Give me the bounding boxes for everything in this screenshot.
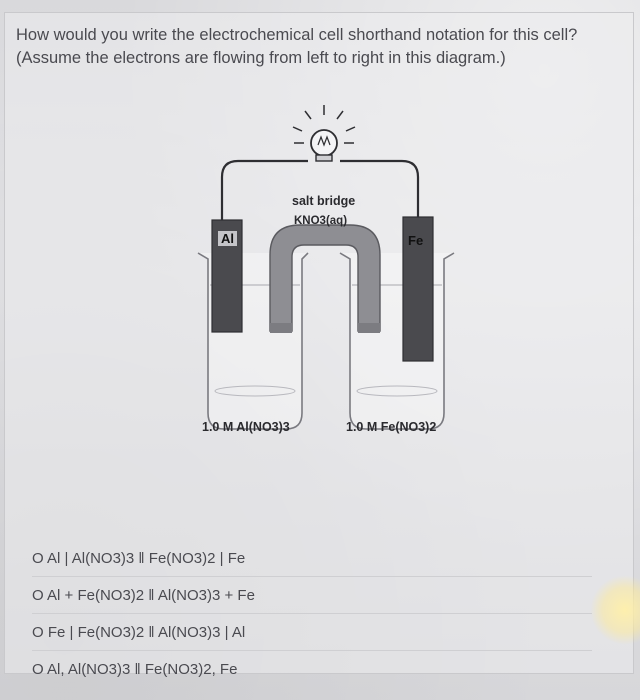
option-a-text: O Al | Al(NO3)3 ‖ Fe(NO3)2 | Fe	[32, 549, 246, 567]
right-wire	[340, 159, 420, 220]
question-text: How would you write the electrochemical …	[16, 24, 631, 70]
electrochemical-cell-diagram: salt bridge KNO3(aq) Al Fe 1.0 M Al(NO3)…	[180, 85, 480, 445]
option-a[interactable]: O Al | Al(NO3)3 ‖ Fe(NO3)2 | Fe	[32, 540, 592, 577]
question-panel	[4, 12, 634, 674]
left-wire	[220, 159, 308, 220]
cell-drawing	[197, 105, 455, 430]
option-d-text: O Al, Al(NO3)3 ‖ Fe(NO3)2, Fe	[32, 660, 238, 678]
option-c-text: O Fe | Fe(NO3)2 ‖ Al(NO3)3 | Al	[32, 623, 246, 641]
option-b[interactable]: O Al + Fe(NO3)2 ‖ Al(NO3)3 + Fe	[32, 577, 592, 614]
option-d[interactable]: O Al, Al(NO3)3 ‖ Fe(NO3)2, Fe	[32, 651, 592, 687]
light-glare	[590, 575, 640, 645]
question-line-1: How would you write the electrochemical …	[16, 26, 578, 44]
fe-electrode	[402, 216, 434, 362]
question-line-2: (Assume the electrons are flowing from l…	[16, 49, 506, 67]
right-electrode-label: Fe	[408, 233, 424, 248]
right-solution-label: 1.0 M Fe(NO3)2	[346, 420, 437, 434]
option-c[interactable]: O Fe | Fe(NO3)2 ‖ Al(NO3)3 | Al	[32, 614, 592, 651]
salt-bridge-solution-label: KNO3(aq)	[294, 215, 348, 227]
left-electrode-label: Al	[218, 231, 237, 246]
option-b-text: O Al + Fe(NO3)2 ‖ Al(NO3)3 + Fe	[32, 586, 255, 604]
right-beaker	[339, 252, 455, 430]
answer-options: O Al | Al(NO3)3 ‖ Fe(NO3)2 | Fe O Al + F…	[32, 540, 592, 687]
salt-bridge-left-plug	[270, 323, 292, 333]
light-bulb-icon	[292, 105, 356, 162]
left-solution-label: 1.0 M Al(NO3)3	[202, 420, 290, 434]
salt-bridge-label: salt bridge	[292, 194, 356, 208]
salt-bridge-right-plug	[358, 323, 380, 333]
salt-bridge	[269, 224, 381, 332]
